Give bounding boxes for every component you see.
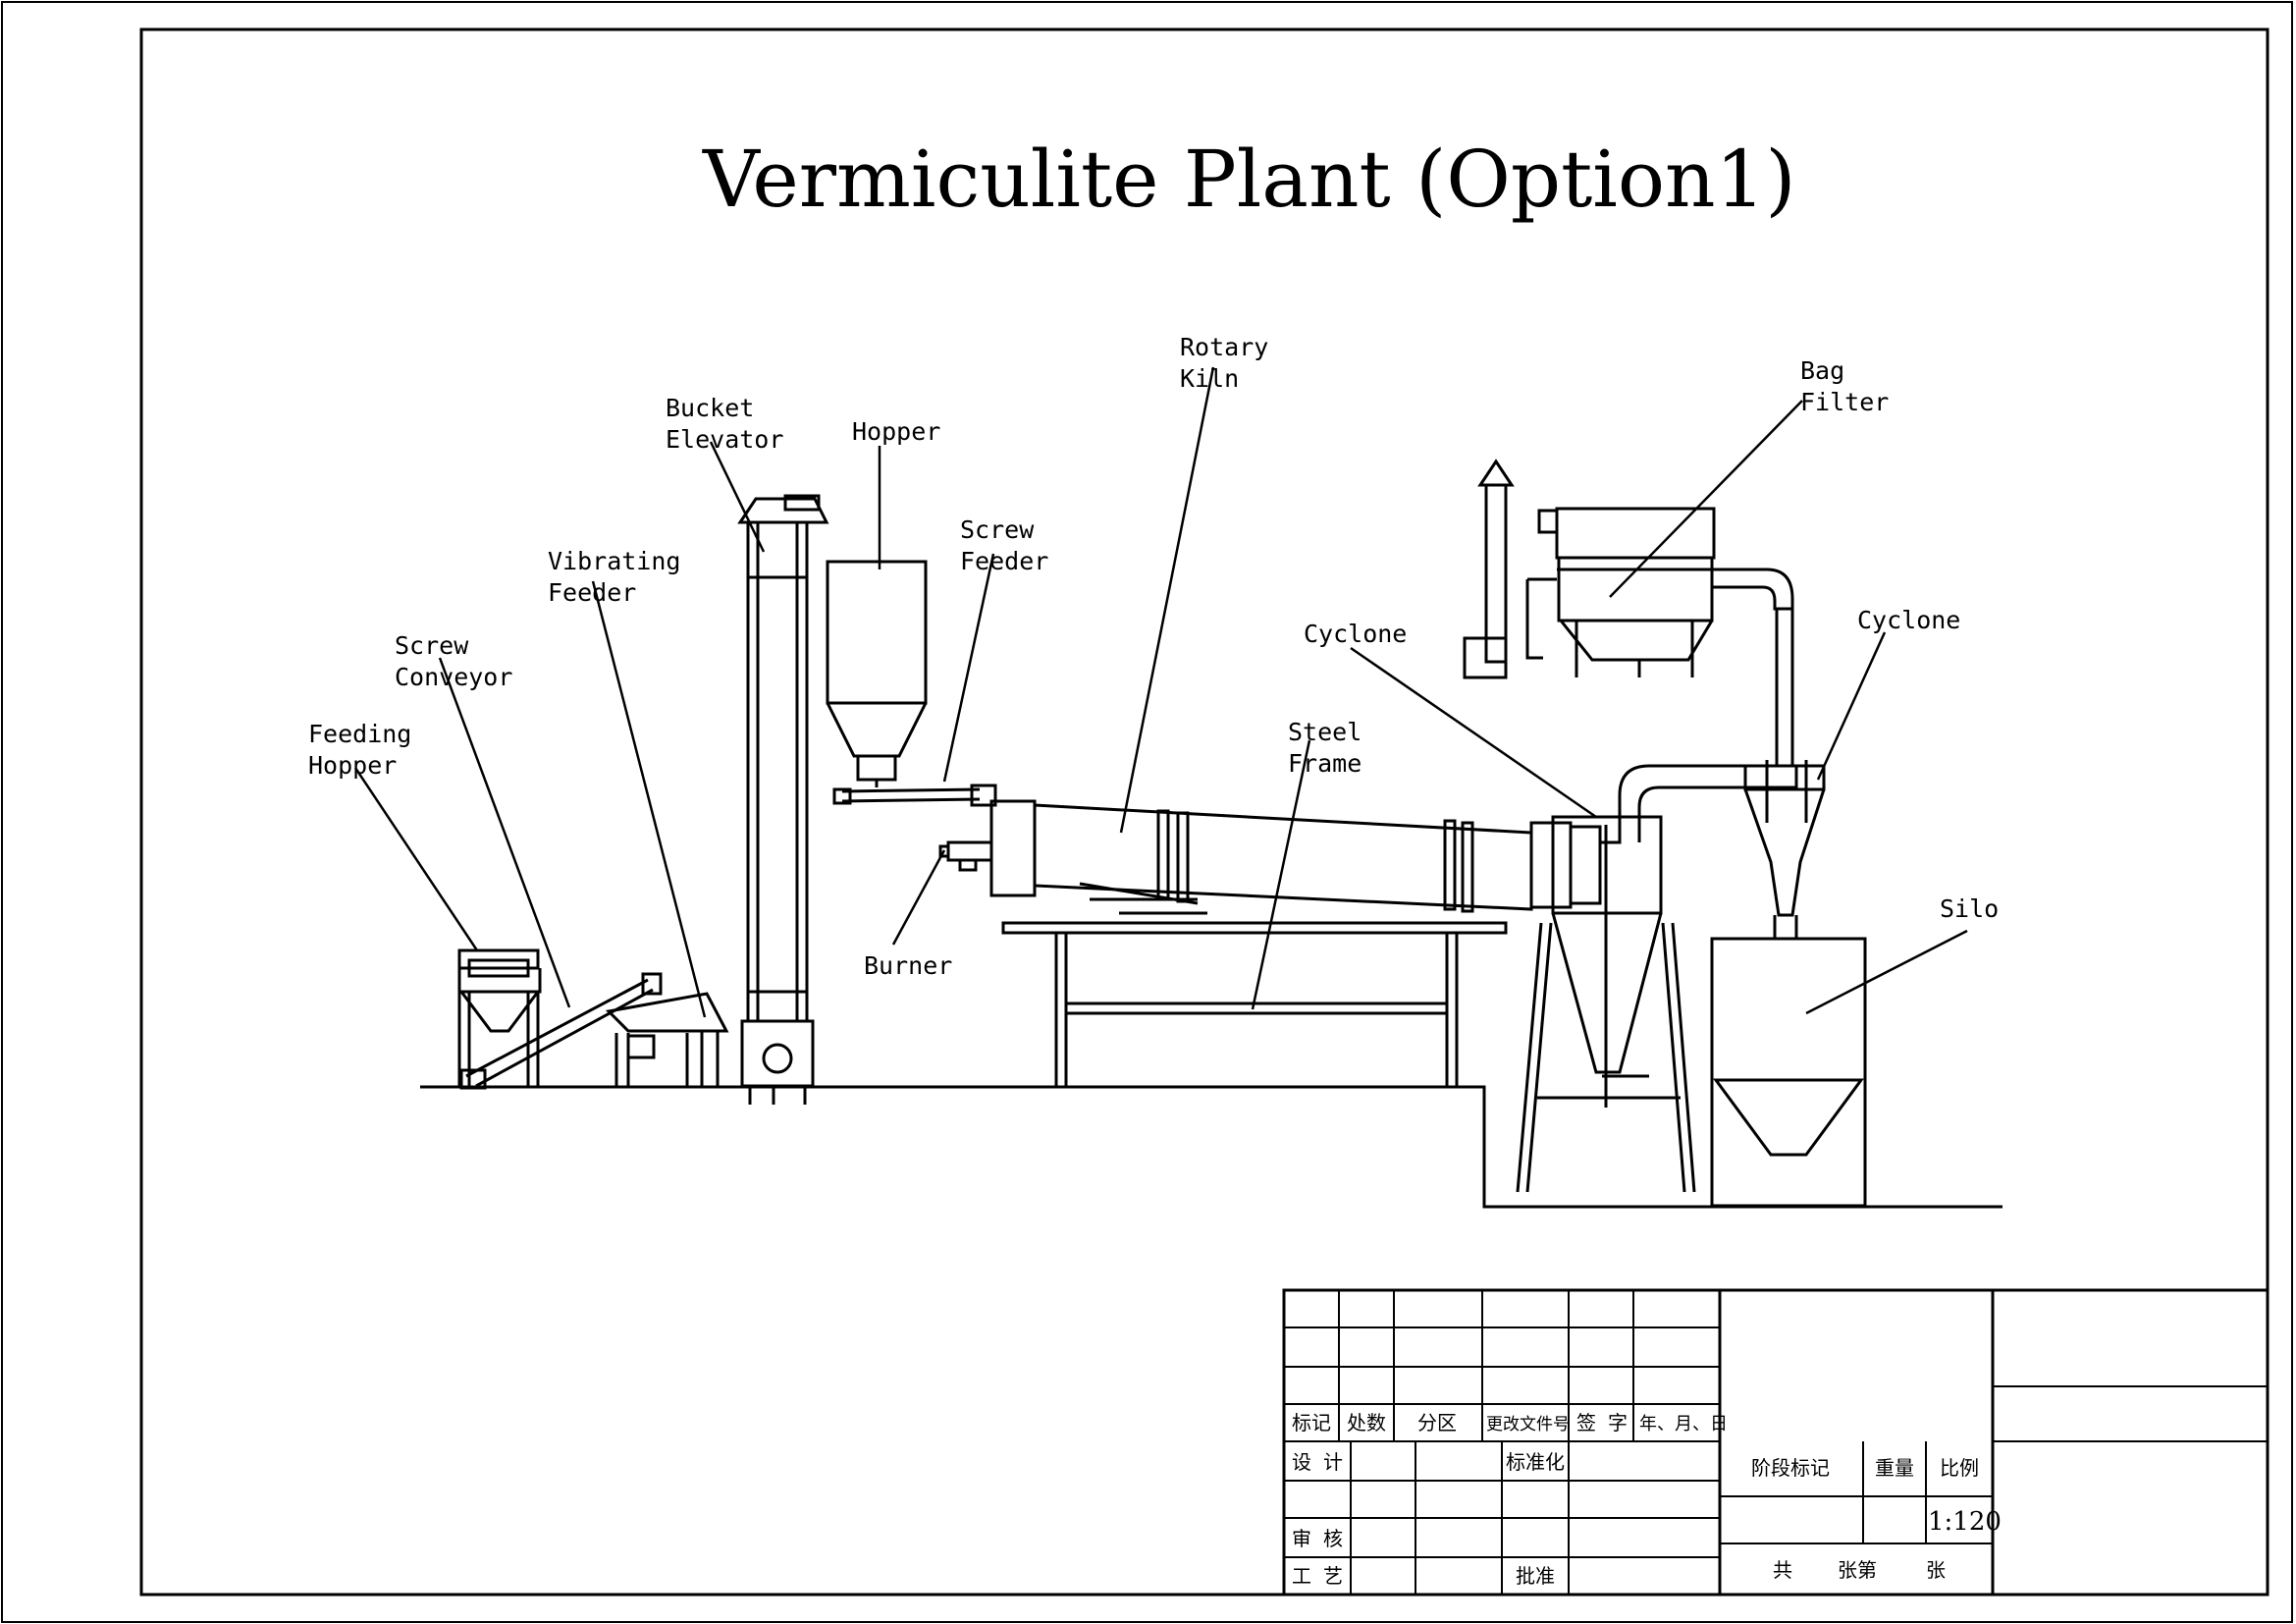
- tb-change-doc: 更改文件号: [1486, 1415, 1570, 1435]
- tb-scale: 1:120: [1928, 1507, 2002, 1537]
- equipment-labels: Feeding Hopper Screw Conveyor Vibrating …: [308, 333, 1999, 980]
- drawing-frame: [139, 27, 2269, 1597]
- vibrating-feeder: [605, 992, 729, 1089]
- tb-scale-label: 比例: [1940, 1456, 1979, 1480]
- screw-conveyor: [459, 972, 663, 1090]
- tb-sheet: 张: [1926, 1558, 1946, 1582]
- label-vibrating-feeder-line1: Vibrating: [548, 547, 680, 575]
- label-cyclone-1: Cyclone: [1304, 620, 1407, 648]
- label-feeding-hopper-line1: Feeding: [308, 720, 411, 748]
- label-screw-conveyor-line1: Screw: [395, 631, 469, 660]
- tb-sheet-of: 张第: [1838, 1558, 1877, 1582]
- label-hopper: Hopper: [852, 417, 940, 446]
- screw-feeder: [832, 784, 997, 807]
- leader-lines: [353, 366, 1968, 1018]
- tb-date: 年、月、日: [1639, 1414, 1728, 1435]
- label-bag-filter-line1: Bag: [1800, 356, 1844, 385]
- steel-frame: [1001, 921, 1508, 1087]
- tb-zone: 分区: [1417, 1411, 1457, 1435]
- label-steel-frame-line1: Steel: [1288, 718, 1362, 746]
- drawing-title: Vermiculite Plant (Option1): [702, 134, 1796, 225]
- tb-count: 处数: [1347, 1411, 1386, 1435]
- tb-stage-mark: 阶段标记: [1751, 1456, 1830, 1480]
- label-rotary-kiln-line1: Rotary: [1180, 333, 1268, 361]
- label-silo: Silo: [1940, 894, 1999, 923]
- label-rotary-kiln-line2: Kiln: [1180, 364, 1239, 393]
- label-burner: Burner: [864, 951, 952, 980]
- label-screw-conveyor-line2: Conveyor: [395, 663, 512, 691]
- label-vibrating-feeder-line2: Feeder: [548, 578, 636, 607]
- bucket-elevator: [737, 494, 829, 1105]
- tb-standardization: 标准化: [1506, 1450, 1565, 1474]
- title-block-text: 标记 处数 分区 更改文件号 签 字 年、月、日 设 计 标准化 审 核 工 艺…: [1292, 1411, 2002, 1588]
- bag-filter: [1463, 459, 1794, 766]
- label-bag-filter-line2: Filter: [1800, 388, 1889, 416]
- label-screw-feeder-line1: Screw: [960, 515, 1035, 544]
- silo: [1710, 915, 1867, 1208]
- burner: [938, 840, 993, 872]
- label-bucket-elevator-line2: Elevator: [666, 425, 783, 454]
- tb-approval: 批准: [1516, 1564, 1555, 1588]
- title-block: [1282, 1288, 2269, 1597]
- label-bucket-elevator-line1: Bucket: [666, 394, 754, 422]
- cyclone-1: [1516, 764, 1798, 1193]
- label-screw-feeder-line2: Feeder: [960, 547, 1048, 575]
- label-cyclone-2: Cyclone: [1857, 606, 1960, 634]
- tb-signature: 签 字: [1576, 1411, 1628, 1435]
- hopper: [826, 560, 928, 787]
- tb-design: 设 计: [1292, 1450, 1343, 1474]
- label-feeding-hopper-line2: Hopper: [308, 751, 397, 780]
- feeding-hopper: [457, 948, 542, 1087]
- tb-weight: 重量: [1875, 1456, 1914, 1480]
- tb-process: 工 艺: [1292, 1564, 1343, 1588]
- tb-mark: 标记: [1292, 1411, 1331, 1435]
- label-steel-frame-line2: Frame: [1288, 749, 1362, 778]
- tb-review: 审 核: [1292, 1527, 1343, 1550]
- tb-total: 共: [1773, 1558, 1792, 1582]
- rotary-kiln: [989, 799, 1602, 915]
- cyclone-2: [1743, 760, 1826, 917]
